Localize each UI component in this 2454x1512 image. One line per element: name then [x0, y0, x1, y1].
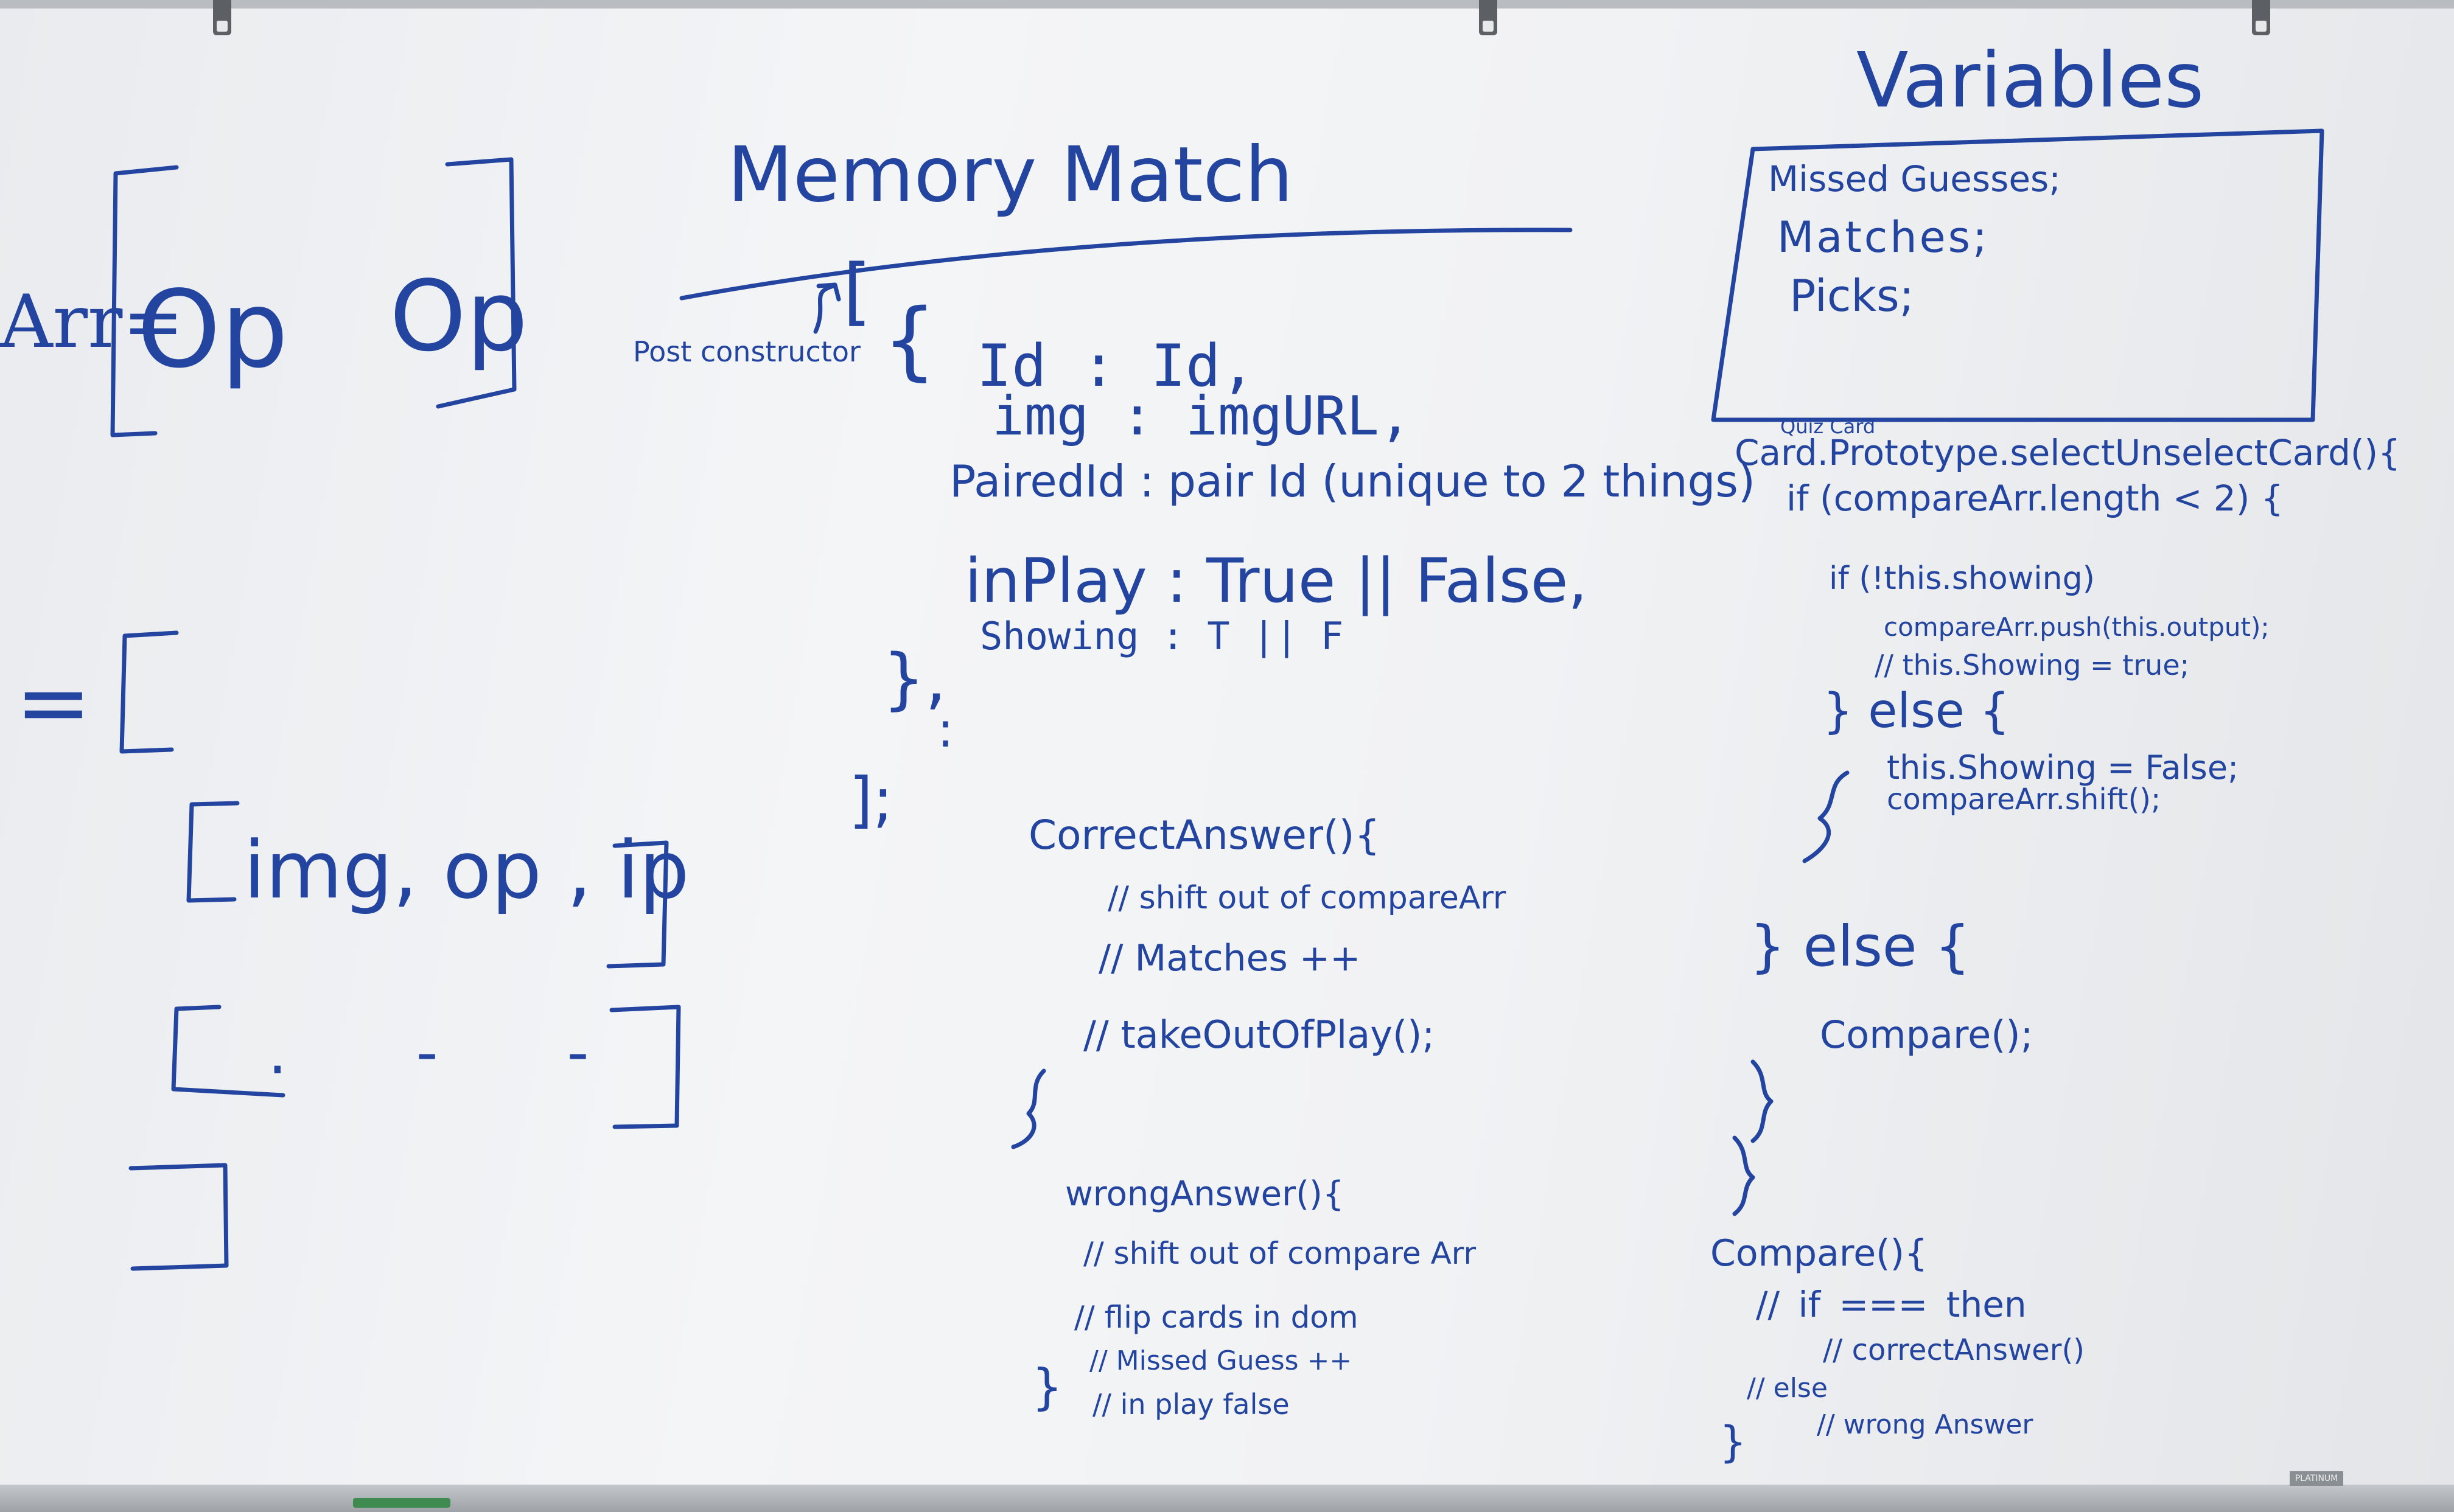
op-left: Op — [137, 268, 288, 392]
variables-box — [1711, 128, 2324, 422]
wrong-answer-line: // flip cards in dom — [1074, 1300, 1358, 1335]
variable-item: Missed Guesses; — [1768, 158, 2061, 200]
outer-close-bracket — [128, 1163, 229, 1271]
select-card-line: Compare(); — [1820, 1012, 2033, 1057]
post-constructor-label: Post constructor — [633, 335, 861, 368]
correct-answer-line: // takeOutOfPlay(); — [1083, 1012, 1435, 1057]
object-line: img : imgURL, — [992, 385, 1411, 447]
row-two-close-bracket — [609, 1005, 681, 1129]
select-card-line: } else { — [1823, 684, 2010, 739]
select-card-line: } else { — [1750, 914, 1971, 979]
page-title: Memory Match — [727, 131, 1293, 219]
object-line: inPlay : True || False, — [965, 545, 1588, 616]
variable-item: Picks; — [1789, 270, 1914, 321]
row-one-open-bracket — [186, 801, 240, 903]
object-open-brace: { — [883, 291, 937, 390]
compare-line: // else — [1747, 1373, 1828, 1404]
compare-signature: Compare(){ — [1710, 1232, 1928, 1275]
variables-heading: Variables — [1856, 37, 2204, 125]
object-ellipsis: : — [937, 702, 954, 758]
compare-close-brace: } — [1719, 1417, 1747, 1467]
quiz-card-annotation: Quiz Card — [1780, 415, 1876, 438]
outer-open-bracket — [119, 630, 179, 754]
wrong-answer-line: // in play false — [1092, 1388, 1290, 1421]
compare-line: // correctAnswer() — [1823, 1333, 2085, 1367]
select-card-line: if (!this.showing) — [1829, 560, 2095, 597]
right-bracket — [436, 157, 517, 409]
select-close-brace — [1802, 770, 1850, 863]
object-close-brace: }, — [883, 639, 946, 717]
select-card-signature: Card.Prototype.selectUnselectCard(){ — [1735, 432, 2401, 473]
marker — [353, 1498, 450, 1508]
row-two: . - - — [268, 1017, 644, 1088]
correct-answer-line: // shift out of compareArr — [1108, 880, 1506, 916]
title-underline — [679, 228, 1573, 301]
select-card-line: if (compareArr.length < 2) { — [1786, 478, 2284, 519]
else-close-brace — [1732, 1135, 1755, 1216]
row-one: img, op , ip — [243, 824, 690, 916]
correct-answer-signature: CorrectAnswer(){ — [1029, 812, 1380, 859]
select-card-line: // this.Showing = true; — [1875, 649, 2190, 681]
correct-close-brace — [1011, 1068, 1046, 1149]
arr-label: Arr= — [0, 280, 184, 364]
board-clip — [1479, 0, 1497, 35]
object-line: Id : Id, — [977, 333, 1256, 400]
select-card-line: compareArr.push(this.output); — [1884, 612, 2270, 642]
variable-item: Matches; — [1777, 212, 1990, 262]
array-close-bracket: ]; — [849, 764, 893, 835]
wrong-answer-close-brace: } — [1032, 1359, 1063, 1415]
op-right: Op — [390, 259, 528, 373]
object-line: Showing : T || F — [980, 614, 1344, 658]
left-bracket — [110, 165, 179, 437]
board-clip — [213, 0, 231, 35]
equals-sign: = — [15, 650, 92, 756]
constructor-arrow — [813, 282, 841, 334]
wrong-answer-signature: wrongAnswer(){ — [1065, 1174, 1344, 1214]
correct-answer-line: // Matches ++ — [1099, 937, 1361, 980]
wrong-answer-line: // Missed Guess ++ — [1089, 1345, 1352, 1376]
brand-label: PLATINUM — [2290, 1471, 2343, 1486]
wrong-answer-line: // shift out of compare Arr — [1083, 1236, 1477, 1271]
array-open-bracket: [ — [843, 249, 872, 334]
compare-line: // wrong Answer — [1817, 1409, 2033, 1440]
board-frame-top — [0, 0, 2454, 9]
compare-line: // if === then — [1756, 1284, 2027, 1325]
row-one-close-bracket — [606, 840, 669, 969]
row-two-open-bracket — [171, 1005, 285, 1098]
board-clip — [2252, 0, 2270, 35]
else-close-brace — [1750, 1059, 1774, 1143]
select-card-line: compareArr.shift(); — [1887, 782, 2161, 817]
select-card-line: this.Showing = False; — [1887, 748, 2239, 787]
object-line: PairedId : pair Id (unique to 2 things) — [949, 456, 1755, 507]
